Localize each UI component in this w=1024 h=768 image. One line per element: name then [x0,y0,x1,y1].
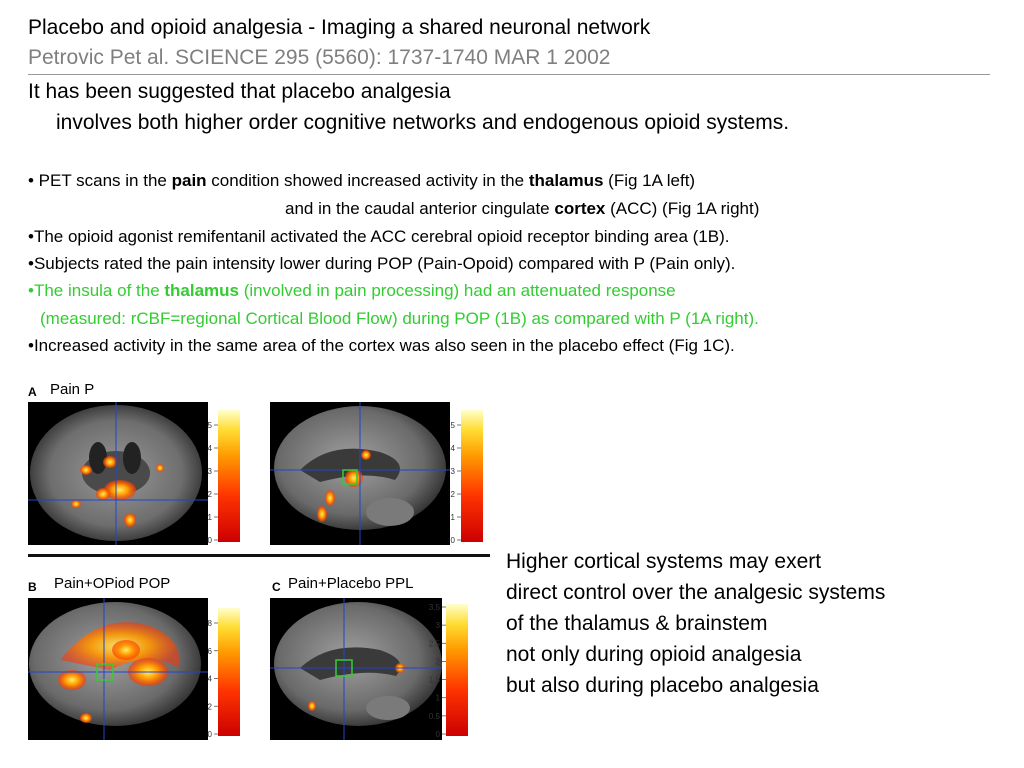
bullet-4-emph-thalamus: thalamus [164,281,240,300]
colorbar-b-tick-label: 8 [208,619,213,628]
colorbar-b-tick-label: 2 [208,702,213,711]
colorbar-a1-tick-label: 2 [208,490,213,499]
colorbar-a1-tick-label: 4 [208,444,213,453]
panel-c-letter: C [272,580,281,594]
bullet-1c-text-c: (ACC) (Fig 1A right) [605,199,760,218]
colorbar-a2-tick-label: 1 [451,513,456,522]
colorbar-c-tick-label: 1 [436,694,441,703]
slide-title: Placebo and opioid analgesia - Imaging a… [28,16,651,39]
bullet-4: •The insula of the thalamus (involved in… [28,281,676,301]
bullet-1-emph-thalamus: thalamus [528,171,604,190]
colorbar-c-tick-label: 2.5 [429,639,441,648]
bullet-4-text-a: •The insula of the [28,281,165,300]
colorbar-b: 8 6 4 2 0 [208,608,240,739]
bullet-1-text-e: (Fig 1A left) [603,171,696,190]
panel-b-letter: B [28,580,37,594]
colorbar-c: 3.5 3 2.5 2 1.5 1 0.5 0 [429,603,468,739]
bullet-1-text-a: • PET scans in the [28,171,172,190]
colorbar-a1-tick-label: 5 [208,421,213,430]
colorbar-b-ticks: 8 6 4 2 0 [208,619,218,739]
colorbar-a2-tick-label: 5 [451,421,456,430]
colorbar-c-ticks: 3.5 3 2.5 2 1.5 1 0.5 0 [429,603,446,739]
scan-a-sagittal [270,402,450,545]
colorbar-a1: 5 4 3 2 1 0 [208,410,240,545]
colorbar-c-tick-label: 3.5 [429,603,441,612]
colorbar-c-tick-label: 3 [436,621,441,630]
bullet-1-continued: and in the caudal anterior cingulate cor… [285,199,759,219]
conclusion-line-5: but also during placebo analgesia [506,674,819,697]
scan-b-sagittal [28,598,208,740]
colorbar-b-tick-label: 0 [208,730,213,739]
conclusion-line-4: not only during opioid analgesia [506,643,802,666]
colorbar-a2-ticks: 5 4 3 2 1 0 [451,421,461,545]
bullet-1-text-c: condition showed increased activity in t… [206,171,529,190]
colorbar-c-tick-label: 1.5 [429,676,441,685]
colorbar-a2-tick-label: 0 [451,536,456,545]
colorbar-c-tick-label: 0 [436,730,441,739]
panel-c-caption: Pain+Placebo PPL [288,575,414,592]
colorbar-b-tick-label: 4 [208,675,213,684]
panel-b-caption: Pain+OPiod POP [54,575,171,592]
bullet-4-text-c: (involved in pain processing) had an att… [239,281,676,300]
conclusion-line-1: Higher cortical systems may exert [506,550,822,573]
colorbar-a2-tick-label: 2 [451,490,456,499]
bullet-3: •Subjects rated the pain intensity lower… [28,254,736,273]
bullet-5: •Increased activity in the same area of … [28,336,735,355]
scan-a-axial [28,402,208,545]
colorbar-a1-tick-label: 3 [208,467,213,476]
bullet-2: •The opioid agonist remifentanil activat… [28,227,730,246]
conclusion-line-3: of the thalamus & brainstem [506,612,768,635]
panel-a-letter: A [28,385,37,399]
colorbar-a1-ticks: 5 4 3 2 1 0 [208,421,218,545]
colorbar-c-tick-label: 0.5 [429,712,441,721]
citation: Petrovic Pet al. SCIENCE 295 (5560): 173… [28,46,611,69]
bullet-1: • PET scans in the pain condition showed… [28,171,695,191]
conclusion-line-2: direct control over the analgesic system… [506,581,886,604]
colorbar-a2-tick-label: 3 [451,467,456,476]
colorbar-a1-tick-label: 0 [208,536,213,545]
bullet-1-emph-pain: pain [171,171,207,190]
bullet-1c-text-a: and in the caudal anterior cingulate [285,199,555,218]
panel-a-caption: Pain P [50,381,95,398]
colorbar-a2-tick-label: 4 [451,444,456,453]
intro-line-1: It has been suggested that placebo analg… [28,80,451,103]
colorbar-a1-tick-label: 1 [208,513,213,522]
colorbar-a2: 5 4 3 2 1 0 [451,410,483,545]
colorbar-c-tick-label: 2 [436,657,441,666]
bullet-1c-emph-cortex: cortex [554,199,606,218]
intro-line-2: involves both higher order cognitive net… [56,111,790,134]
scan-c-sagittal [270,598,442,740]
conclusion-text: Higher cortical systems may exert direct… [506,546,885,701]
bullet-4-continued: (measured: rCBF=regional Cortical Blood … [40,309,759,328]
title-rule [28,74,990,75]
colorbar-b-tick-label: 6 [208,647,213,656]
figure-divider [28,554,490,557]
